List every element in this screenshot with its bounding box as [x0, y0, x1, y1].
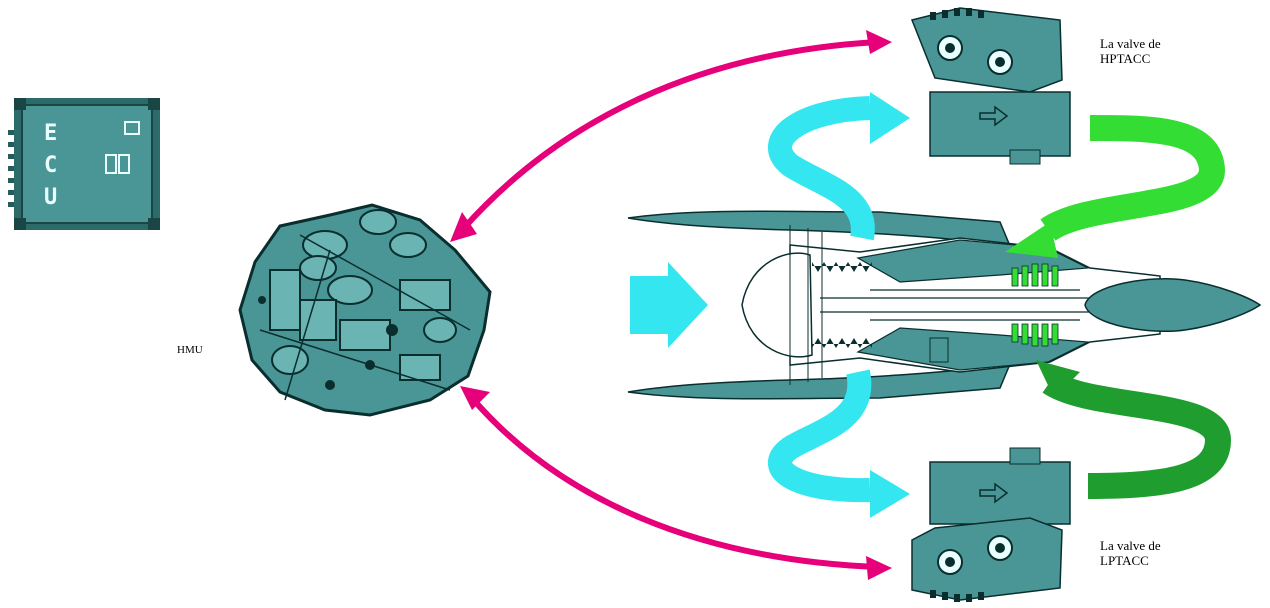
- turbofan-engine: [628, 211, 1260, 399]
- ecu-unit: E C U: [8, 98, 160, 230]
- ecu-letter-e: E: [44, 121, 57, 146]
- lptacc-valve-label: La valve de LPTACC: [1100, 538, 1161, 568]
- hot-air-upper-head: [1005, 222, 1058, 258]
- hmu-to-hptacc-arrow: [463, 42, 878, 229]
- hptacc-valve-label: La valve de HPTACC: [1100, 36, 1161, 66]
- hot-air-flow-lower: [1050, 382, 1218, 486]
- cool-air-lower-head: [870, 470, 910, 518]
- lptacc-label-line1: La valve de: [1100, 538, 1161, 553]
- hptacc-valve: [912, 8, 1070, 164]
- ecu-letter-c: C: [44, 153, 57, 178]
- hptacc-label-line2: HPTACC: [1100, 51, 1161, 66]
- cool-air-upper-head: [870, 92, 910, 144]
- hmu-label: HMU: [177, 343, 203, 358]
- lptacc-label-line2: LPTACC: [1100, 553, 1161, 568]
- inlet-airflow-arrow: [630, 262, 708, 348]
- lptacc-valve: [912, 448, 1070, 602]
- hot-air-flow-upper: [1048, 128, 1212, 230]
- hptacc-label-line1: La valve de: [1100, 36, 1161, 51]
- ecu-letter-u: U: [44, 185, 57, 210]
